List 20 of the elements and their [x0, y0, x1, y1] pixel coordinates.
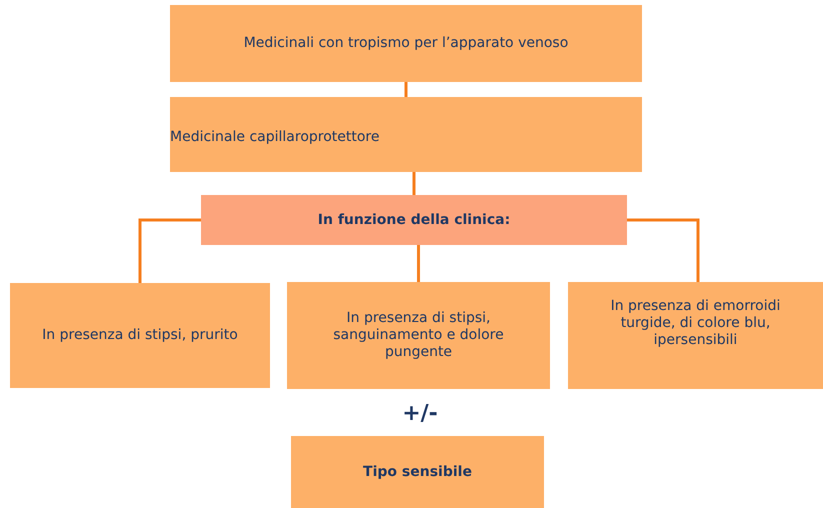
connector-line — [404, 82, 408, 97]
process-box — [170, 97, 642, 172]
box-text: Medicinale capillaroprotettore — [170, 129, 380, 146]
box-text: In presenza di emorroidi turgide, di colore blu, ipersensibili — [610, 298, 782, 349]
box-text: Medicinali con tropismo per l’apparato venoso — [244, 35, 568, 52]
process-box — [170, 5, 642, 82]
process-box — [568, 282, 823, 389]
plus-minus-note: +/- — [401, 400, 439, 428]
process-box — [201, 195, 627, 245]
process-box — [291, 436, 544, 508]
box-text: In funzione della clinica: — [318, 212, 510, 228]
connector-line — [412, 172, 416, 195]
box-text: In presenza di stipsi, prurito — [42, 327, 238, 344]
process-box — [10, 283, 270, 388]
connector-line — [138, 218, 201, 283]
connector-line — [627, 218, 700, 282]
connector-line — [417, 245, 420, 282]
process-box — [287, 282, 550, 389]
box-text: In presenza di stipsi, sanguinamento e dolore pungente — [332, 310, 505, 361]
box-text: Tipo sensibile — [363, 464, 472, 480]
